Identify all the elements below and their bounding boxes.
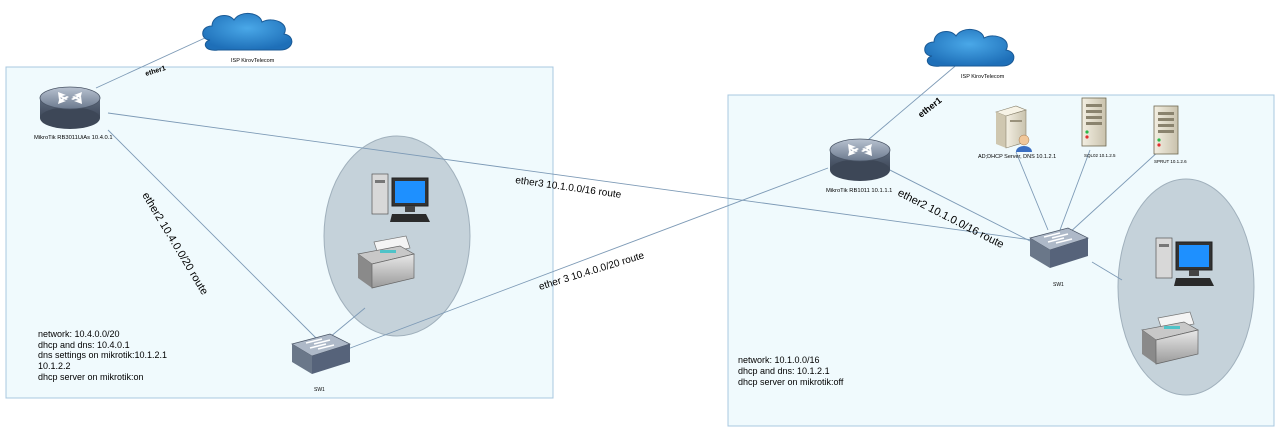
- left-info-line: network: 10.4.0.0/20: [38, 329, 120, 339]
- sql-server-icon: [1081, 97, 1107, 147]
- right-info-line: dhcp and dns: 10.1.2.1: [738, 366, 830, 376]
- left-router-icon: [39, 86, 101, 129]
- ad-server-label: AD;DHCP Server, DNS 10.1.2.1: [978, 154, 1056, 160]
- left-client-group: [323, 135, 471, 337]
- right-uplink-line: [867, 61, 961, 141]
- left-router-label: MikroTik RB3011UiAs 10.4.0.1: [34, 135, 113, 141]
- left-router-switch-line: [107, 129, 321, 343]
- right-info-line: network: 10.1.0.0/16: [738, 355, 820, 365]
- left-uplink-line: [95, 31, 219, 89]
- right-info-line: dhcp server on mikrotik:off: [738, 377, 844, 387]
- left-isp-label: ISP KirovTelecom: [231, 58, 275, 64]
- right-info-block: network: 10.1.0.0/16 dhcp and dns: 10.1.…: [738, 355, 844, 387]
- right-printer-icon: [1141, 311, 1199, 365]
- right-switch-sql-line: [1059, 149, 1091, 231]
- right-switch-sprut-line: [1067, 149, 1161, 235]
- left-router-right-switch-line: [107, 112, 1033, 241]
- right-switch-label: SW1: [1053, 282, 1064, 288]
- left-workstation-icon: [371, 173, 430, 222]
- left-switch-label: SW1: [314, 387, 325, 393]
- right-switch-group-line: [1091, 261, 1123, 281]
- left-info-line: dhcp server on mikrotik:on: [38, 372, 144, 382]
- left-switch-group-line: [329, 307, 366, 338]
- sprut-server-label: SPRUT 10.1.2.6: [1154, 159, 1187, 164]
- left-info-line: dns settings on mikrotik:10.1.2.1: [38, 350, 167, 360]
- left-isp-cloud-icon: [202, 13, 293, 51]
- left-info-line: 10.1.2.2: [38, 361, 71, 371]
- sprut-server-icon: [1153, 105, 1179, 155]
- right-switch-ad-line: [1015, 151, 1049, 231]
- left-printer-icon: [357, 235, 415, 289]
- sql-server-label: SQL02 10.1.2.5: [1084, 153, 1116, 158]
- right-router-switch-line: [879, 164, 1035, 244]
- right-isp-cloud-icon: [924, 29, 1015, 67]
- right-router-icon: [829, 138, 891, 181]
- ad-server-icon: [995, 105, 1032, 152]
- right-switch-icon: [1029, 227, 1089, 268]
- right-client-group: [1117, 178, 1255, 396]
- left-switch-icon: [291, 333, 351, 374]
- right-workstation-icon: [1155, 237, 1214, 286]
- right-isp-label: ISP KirovTelecom: [961, 74, 1005, 80]
- left-switch-right-router-line: [344, 167, 829, 351]
- left-info-block: network: 10.4.0.0/20 dhcp and dns: 10.4.…: [38, 329, 167, 382]
- left-info-line: dhcp and dns: 10.4.0.1: [38, 340, 130, 350]
- right-router-label: MikroTik RB1011 10.1.1.1: [826, 188, 892, 194]
